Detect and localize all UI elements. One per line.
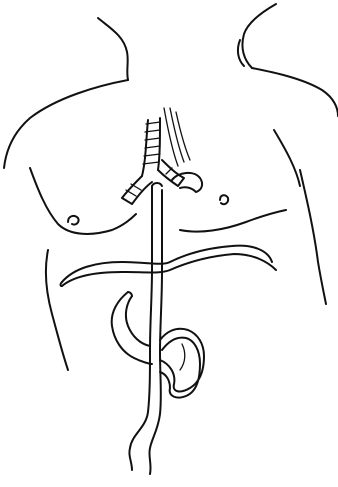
stomach-inner-curve [126, 296, 150, 346]
diaphragm-lower-edge [62, 254, 276, 286]
stomach-outer-curve [112, 292, 152, 364]
torso-left-outline [46, 250, 68, 370]
right-shoulder-outline [252, 68, 338, 116]
right-pectoral-outline [180, 210, 286, 232]
trachea-ring [144, 154, 160, 156]
right-bronchus [158, 160, 184, 186]
vessel-bundle [176, 112, 190, 160]
esophagus-left-wall [129, 186, 152, 470]
right-nipple [220, 195, 228, 204]
neck-left-outline [98, 18, 128, 80]
stomach-top-join [128, 292, 132, 296]
left-nipple [68, 216, 79, 225]
left-pectoral-outline [30, 168, 136, 234]
trachea-ring [145, 146, 160, 148]
diaphragm-left-tip [61, 282, 63, 286]
aortic-arch [172, 173, 202, 192]
bronchus-ring [126, 190, 136, 196]
duodenum-fold [180, 344, 185, 370]
trachea-ring [143, 162, 159, 164]
left-shoulder-outline [4, 80, 128, 168]
bronchus-ring [166, 168, 172, 174]
tube-top-cap [152, 183, 162, 186]
right-chest-side [274, 130, 300, 186]
torso-right-outline [300, 170, 326, 304]
diaphragm-upper-edge [62, 246, 272, 282]
neck-right-outline [242, 4, 276, 68]
duodenum-loop-inner [160, 338, 200, 398]
